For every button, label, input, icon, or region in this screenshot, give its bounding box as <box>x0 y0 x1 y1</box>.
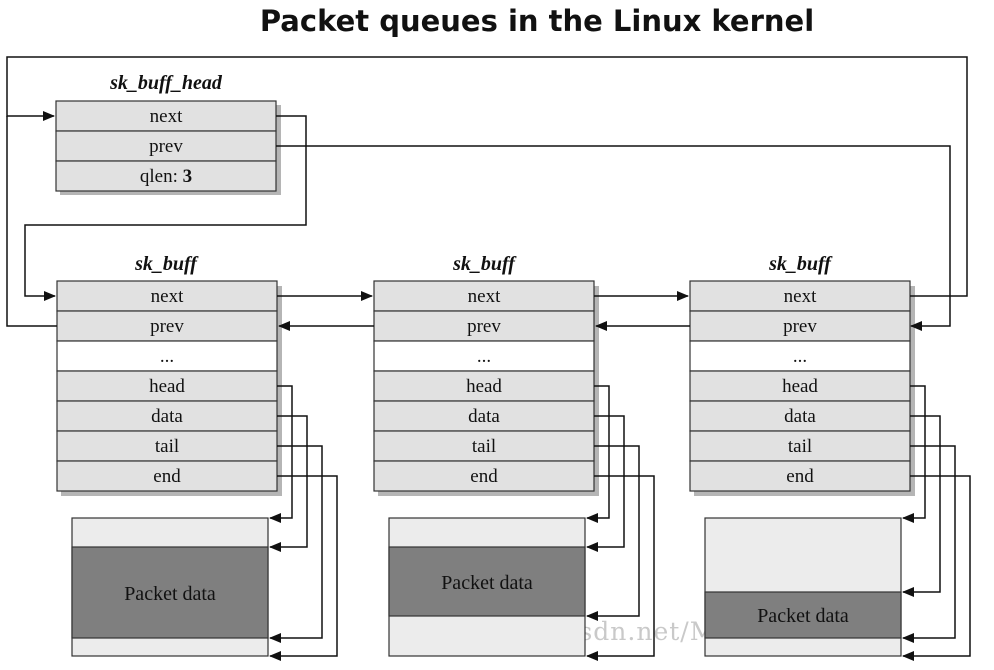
sk-buff-1-field-data <box>56 400 278 432</box>
sk-buff-1-field-tail <box>56 430 278 462</box>
buf3-tail-pointer <box>902 445 956 643</box>
sk-buff-3-field-head <box>689 370 911 402</box>
sk-buff-3-next-text: next <box>784 286 817 307</box>
sk-buff-head: sk_buff_head next prev qlen: 3 <box>55 72 281 195</box>
sk-buff-2-prev-text: prev <box>467 316 501 337</box>
head-next-pointer <box>24 115 307 301</box>
sk-buff-3-ellipsis-text: ... <box>793 346 807 367</box>
sk-buff-1-head-text: head <box>149 376 185 397</box>
buf1-head-pointer <box>269 385 293 523</box>
buf2-tail-pointer <box>586 445 640 621</box>
packet-buffer-2: Packet data <box>388 517 586 657</box>
sk-buff-1-data-text: data <box>151 406 183 427</box>
buf1-tail-pointer <box>269 445 323 643</box>
sk-buff-1-field-ellipsis <box>56 340 278 372</box>
sk-buff-2-next-text: next <box>468 286 501 307</box>
sk-buff-3-tail-text: tail <box>788 436 812 457</box>
packet-buffer-1-data-region <box>71 546 269 639</box>
qlen-label: qlen: <box>140 166 178 187</box>
sk-buff-2-field-tail <box>373 430 595 462</box>
last-next-to-head-pointer <box>6 56 968 297</box>
sk-buff-1-ellipsis-text: ... <box>160 346 174 367</box>
qlen-value: 3 <box>183 166 193 187</box>
sk-buff-1-field-head <box>56 370 278 402</box>
diagram-title: Packet queues in the Linux kernel <box>260 4 814 38</box>
buf1-end-pointer <box>269 475 338 661</box>
first-prev-to-head-pointer <box>6 116 57 327</box>
packet-buffer-2-label: Packet data <box>441 572 533 594</box>
sk-buff-head-label: sk_buff_head <box>109 72 223 94</box>
buf1-data-pointer <box>269 415 308 552</box>
sk-buff-1-end-text: end <box>153 466 181 487</box>
packet-buffer-1: Packet data <box>71 517 269 657</box>
sk-buff-2-ellipsis-text: ... <box>477 346 491 367</box>
sk-buff-2-data-text: data <box>468 406 500 427</box>
buf2-head-pointer <box>586 385 610 523</box>
sk-buff-1-next-text: next <box>151 286 184 307</box>
head-prev-pointer <box>276 145 951 331</box>
sk-buff-3-field-end <box>689 460 911 492</box>
buf2-data-pointer <box>586 415 625 552</box>
head-field-qlen <box>55 160 277 192</box>
packet-buffer-3: Packet data <box>704 517 902 657</box>
sk-buff-3-field-prev <box>689 310 911 342</box>
sk-buff-1-field-end <box>56 460 278 492</box>
sk-buff-2-field-end <box>373 460 595 492</box>
sk-buff-2-tail-text: tail <box>472 436 496 457</box>
head-field-next-text: next <box>150 106 183 127</box>
buf3-end-pointer <box>902 475 971 661</box>
head-field-prev-text: prev <box>149 136 183 157</box>
packet-buffer-1-label: Packet data <box>124 583 216 605</box>
sk-buff-2-end-text: end <box>470 466 498 487</box>
sk-buff-2-field-next <box>373 280 595 312</box>
sk-buff-3-field-ellipsis <box>689 340 911 372</box>
sk-buff-3-field-next <box>689 280 911 312</box>
buf3-data-pointer <box>902 415 941 597</box>
sk-buff-3-label: sk_buff <box>768 253 833 275</box>
sk-buff-1-tail-text: tail <box>155 436 179 457</box>
sk-buff-1: sk_buff next prev ... head data tail end <box>56 253 282 496</box>
packet-buffer-3-data-region <box>704 591 902 639</box>
sk-buff-3-data-text: data <box>784 406 816 427</box>
sk-buff-3-end-text: end <box>786 466 814 487</box>
sk-buff-3: sk_buff next prev ... head data tail end <box>689 253 915 496</box>
buf2-end-pointer <box>586 475 655 661</box>
sk-buff-2: sk_buff next prev ... head data tail end <box>373 253 599 496</box>
sk-buff-1-prev-text: prev <box>150 316 184 337</box>
sk-buff-3-field-tail <box>689 430 911 462</box>
sk-buff-2-label: sk_buff <box>452 253 517 275</box>
sk-buff-2-field-prev <box>373 310 595 342</box>
connector-lines <box>6 56 971 661</box>
packet-buffer-3-label: Packet data <box>757 605 849 627</box>
head-field-qlen-text: qlen: 3 <box>140 166 192 187</box>
sk-buff-2-head-text: head <box>466 376 502 397</box>
sk-buff-3-head-text: head <box>782 376 818 397</box>
sk-buff-3-prev-text: prev <box>783 316 817 337</box>
buf3-head-pointer <box>902 385 926 523</box>
sk-buff-1-label: sk_buff <box>134 253 199 275</box>
packet-buffer-2-data-region <box>388 546 586 617</box>
